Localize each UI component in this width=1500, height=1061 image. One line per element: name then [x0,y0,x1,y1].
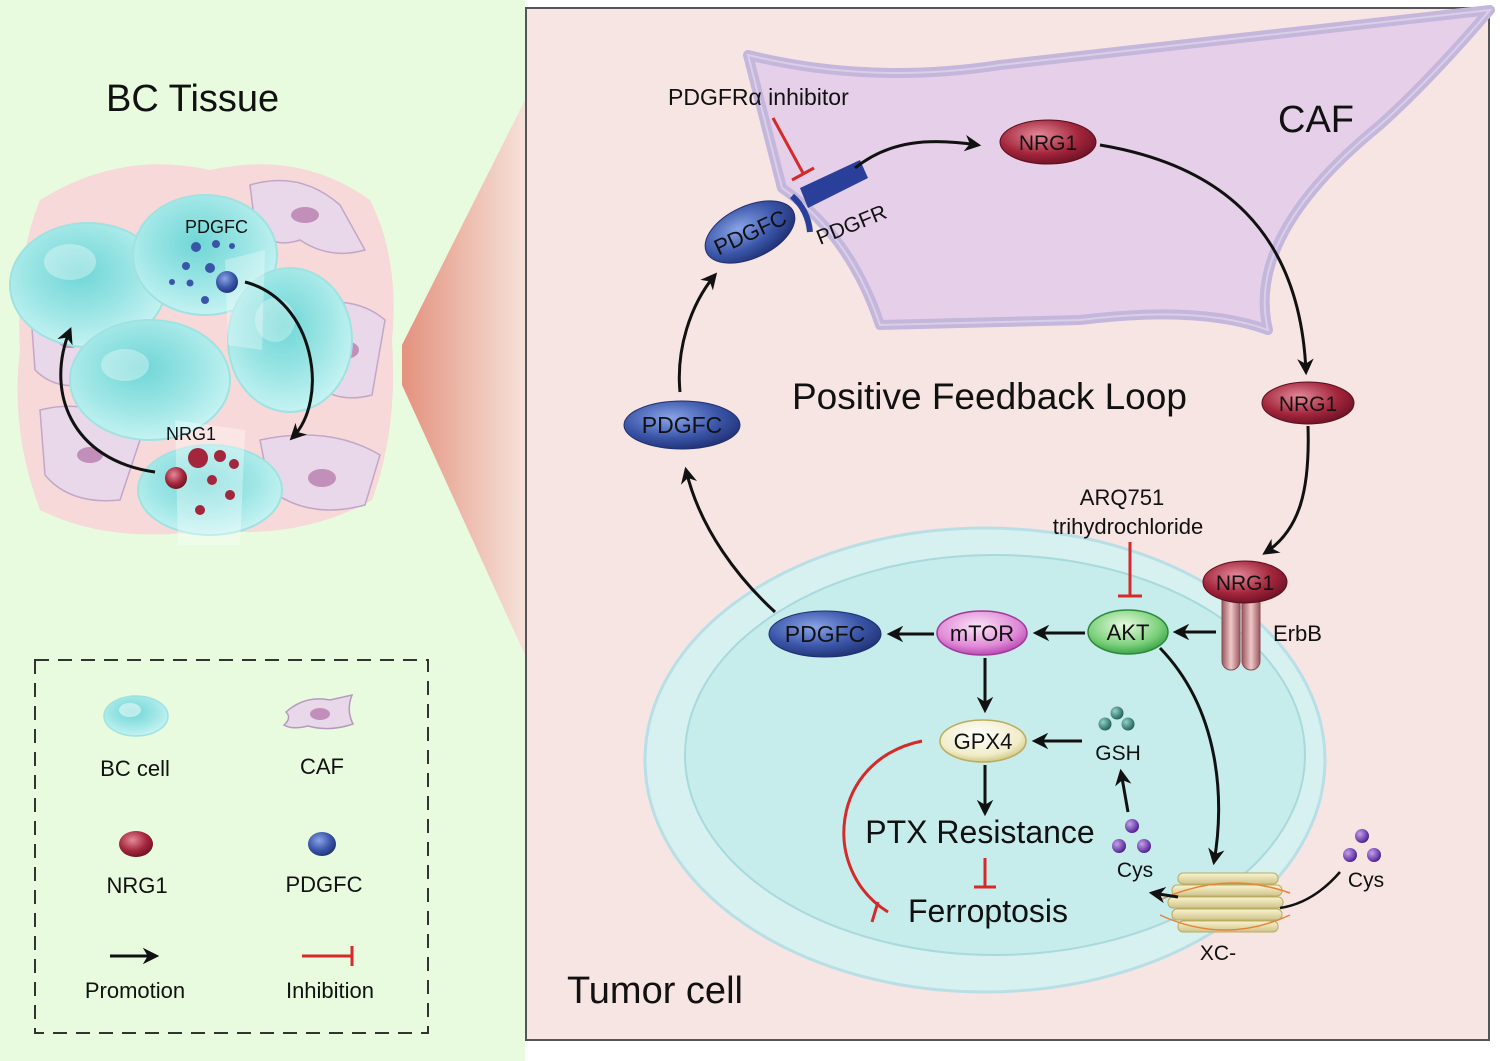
xc-transporter [1159,872,1291,933]
arrow-akt-to-xc [1158,646,1225,866]
arq751-label: ARQ751 [1080,485,1164,510]
pathway-arrows [677,134,1341,910]
bc-tissue-illustration [9,164,394,545]
legend-pdgfc-icon [308,832,336,856]
nrg1-secreted-label: NRG1 [1279,393,1337,416]
arrow-pdgfc-secretion [680,466,777,614]
akt-node: AKT [1087,609,1169,655]
gsh-molecules-icon [1098,706,1135,731]
pdgfc-cell-label: PDGFC [785,621,866,647]
nrg1-receptor-node: NRG1 [1202,560,1288,604]
mtor-node: mTOR [936,610,1028,656]
line-cys-import [1279,871,1341,910]
legend-frame [34,659,429,1034]
gpx4-node: GPX4 [939,719,1027,763]
legend-inhibition-icon [302,946,354,966]
tumor-cell-label: Tumor cell [567,970,743,1012]
arrow-nrg1-secretion [1099,143,1314,376]
pdgfr-receptor [789,160,868,233]
xc-label: XC- [1200,942,1236,965]
caf-label: CAF [1278,99,1354,141]
tissue-pdgfc-label: PDGFC [185,217,248,237]
inhibit-gpx4-ferroptosis-bar-icon [870,901,880,923]
pdgfc-secreted-node: PDGFC [623,400,741,450]
cys-outside-label: Cys [1348,869,1384,892]
tissue-nrg1-label: NRG1 [166,424,216,444]
legend-inhibition-label: Inhibition [286,978,374,1003]
legend-bc-cell-icon [103,695,169,737]
erbb-label: ErbB [1273,621,1322,646]
pdgfc-secreted-label: PDGFC [642,412,723,438]
inhibition-lines [842,739,996,923]
arq751-label-line2: trihydrochloride [1053,514,1203,539]
nrg1-receptor-label: NRG1 [1216,572,1274,595]
arrow-cys-to-gsh [1115,768,1132,813]
arq751-inhibitor-bar-icon [1118,542,1142,598]
nrg1-caf-node: NRG1 [999,119,1097,165]
ferroptosis-label: Ferroptosis [908,893,1068,929]
legend-pdgfc-label: PDGFC [286,872,363,897]
caf-membrane [746,8,1493,332]
nrg1-caf-label: NRG1 [1019,132,1077,155]
arrow-pdgfc-to-receptor [677,272,718,393]
ptx-resistance-label: PTX Resistance [865,814,1094,850]
gpx4-label: GPX4 [954,729,1013,754]
loop-title: Positive Feedback Loop [792,376,1187,417]
legend-nrg1-icon [119,831,153,857]
akt-label: AKT [1107,620,1150,645]
legend-caf-label: CAF [300,754,344,779]
erbb-receptor [1221,584,1261,671]
mtor-label: mTOR [950,621,1014,646]
legend-promotion-label: Promotion [85,978,185,1003]
nrg1-secreted-node: NRG1 [1261,381,1355,425]
arrow-pdgfr-to-nrg1 [854,134,982,170]
pdgfr-inhibitor-label: PDGFRα inhibitor [668,84,849,110]
legend-caf-icon [282,693,355,730]
inhibit-gpx4-ferroptosis [842,739,923,914]
gsh-label: GSH [1095,742,1141,765]
legend-nrg1-label: NRG1 [106,873,167,898]
legend: BC cell CAF NRG1 PDGFC Promotion Inhibit… [34,659,429,1034]
cys-outside-molecules-icon [1343,829,1381,862]
bc-tissue-title: BC Tissue [106,78,279,120]
arrow-nrg1-to-erbb [1262,425,1310,555]
legend-bc-cell-label: BC cell [100,756,170,781]
cys-inside-molecules-icon [1112,819,1151,853]
cys-inside-label: Cys [1117,859,1153,882]
zoom-wedge [402,100,525,655]
pdgfr-inhibitor-bar-icon [771,117,815,182]
pdgfc-cell-node: PDGFC [768,610,882,658]
arrow-xc-to-cys [1148,886,1179,904]
